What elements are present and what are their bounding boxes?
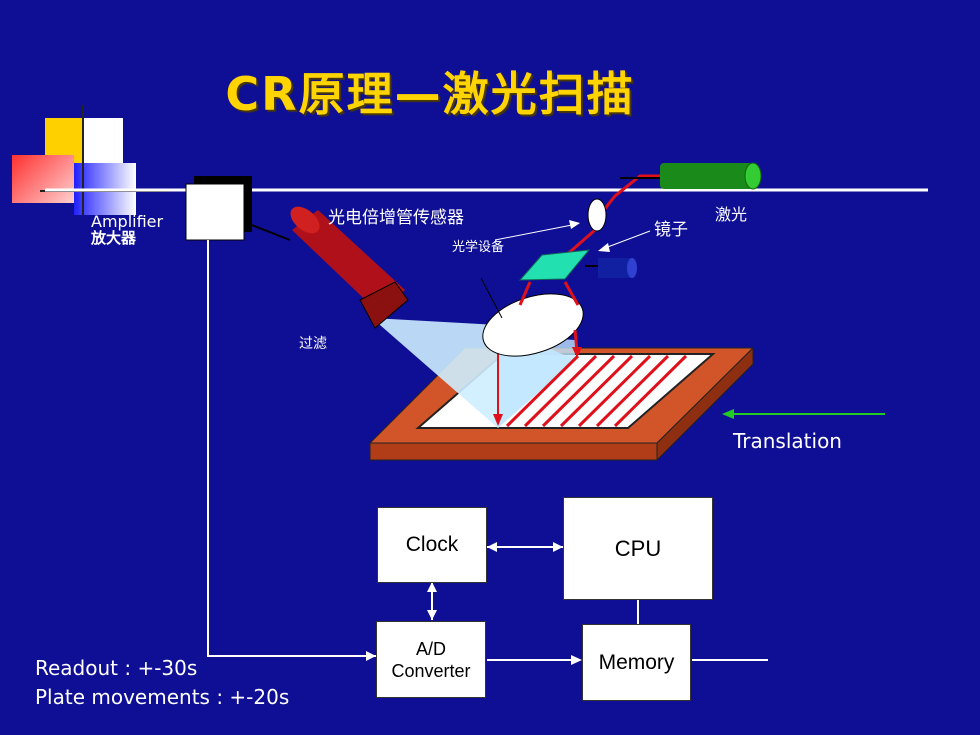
memory-block: Memory	[582, 624, 691, 701]
blue-cylinder	[598, 258, 632, 278]
readout-time: Readout : +-30s	[35, 656, 198, 680]
optics-pointer	[494, 224, 573, 241]
translation-label: Translation	[733, 429, 842, 453]
filter-label: 过滤	[299, 336, 327, 352]
signal-line	[207, 240, 376, 657]
amplifier-label-en: Amplifier	[91, 212, 164, 231]
plate-front	[369, 442, 658, 461]
plate-movement-time: Plate movements : +-20s	[35, 685, 290, 709]
mirror-pointer	[604, 230, 651, 249]
laser-body	[660, 163, 753, 189]
page-title: CR原理—激光扫描	[225, 67, 635, 121]
scan-lines	[505, 354, 688, 428]
optics-label: 光学设备	[452, 240, 505, 255]
mirror	[587, 198, 607, 232]
optics-polygon	[518, 249, 591, 281]
adc-block: A/D Converter	[376, 621, 486, 698]
amplifier-cable	[243, 221, 291, 241]
pmt-label: 光电倍增管传感器	[328, 208, 464, 228]
plate-side	[656, 346, 754, 462]
timing-notes: Readout : +-30s Plate movements : +-20s	[35, 654, 289, 712]
laser-label: 激光	[715, 205, 748, 224]
cpu-block: CPU	[563, 497, 713, 600]
amplifier-label: Amplifier 放大器	[91, 213, 163, 247]
amplifier-box	[185, 183, 245, 241]
adc-label-line1: A/D	[415, 638, 446, 659]
amplifier-label-cn: 放大器	[91, 229, 137, 247]
adc-label-line2: Converter	[391, 660, 471, 681]
signal-arrowhead	[366, 651, 376, 661]
clock-block: Clock	[377, 507, 487, 583]
pmt-cylinder	[290, 206, 409, 329]
mirror-label: 镜子	[654, 220, 688, 240]
